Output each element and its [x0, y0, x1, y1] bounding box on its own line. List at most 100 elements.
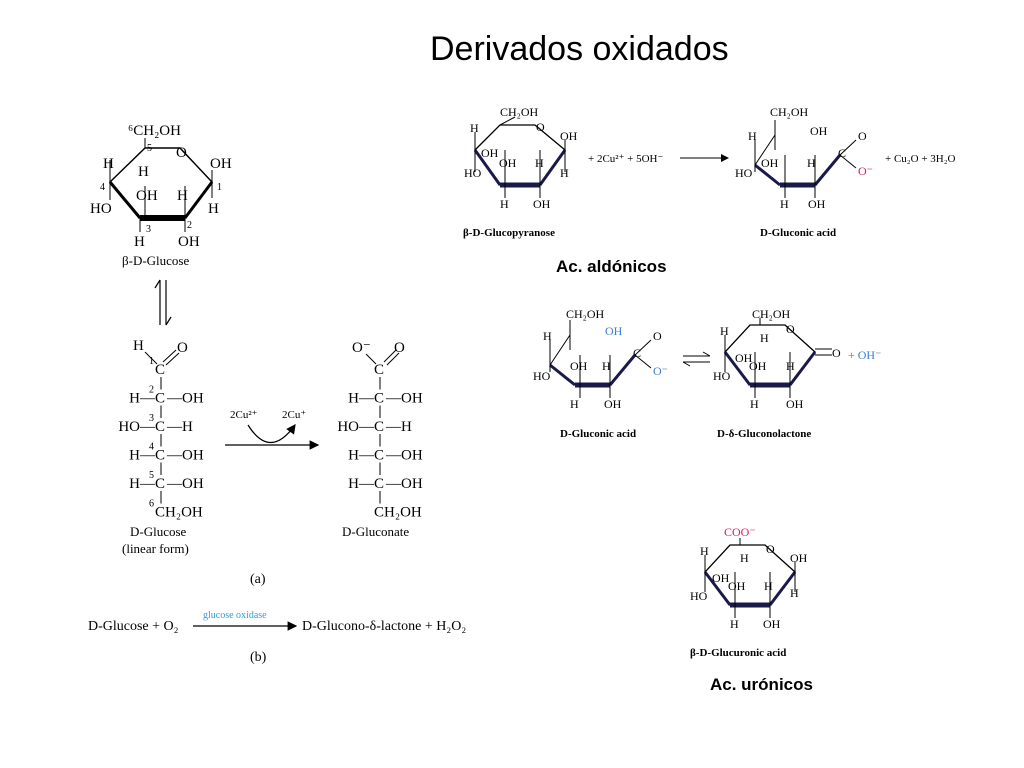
linear-top-o: O	[177, 340, 188, 356]
linear-glucose-subname: (linear form)	[122, 541, 189, 556]
svg-text:OH: OH	[749, 359, 767, 373]
svg-text:O: O	[653, 329, 662, 343]
gluconate-left-5: H—	[348, 476, 375, 492]
svg-text:HO: HO	[690, 589, 708, 603]
svg-text:O⁻: O⁻	[653, 364, 668, 378]
svg-text:H: H	[786, 359, 795, 373]
c3-oh: OH	[136, 188, 158, 204]
page-title: Derivados oxidados	[430, 30, 729, 68]
glucuronic-acid-name: β-D-Glucuronic acid	[690, 647, 786, 659]
svg-text:OH: OH	[570, 359, 588, 373]
gluconic-acid-open: CH₂OH OH O H C OH H O⁻ HO H OH	[735, 105, 873, 211]
c1-number: 1	[217, 182, 222, 193]
copper-reaction-arrow: 2Cu²⁺ 2Cu⁺	[225, 409, 320, 450]
svg-text:H: H	[720, 324, 729, 338]
svg-text:O: O	[786, 322, 795, 336]
c5-number: 5	[147, 143, 152, 154]
svg-text:O⁻: O⁻	[858, 164, 873, 178]
linear-glucose-name: D-Glucose	[130, 524, 187, 539]
svg-text:OH: OH	[533, 197, 551, 211]
glucopyranose-name: β-D-Glucopyranose	[463, 227, 555, 239]
svg-text:CH₂OH: CH₂OH	[752, 307, 791, 321]
gluconate-name: D-Gluconate	[342, 524, 409, 539]
gluconic-acid-name-2: D-Gluconic acid	[560, 428, 636, 440]
svg-text:OH: OH	[728, 579, 746, 593]
linear-glucose-num-2: 2	[149, 385, 154, 396]
gluconate-center-6: CH₂OH	[374, 505, 422, 521]
svg-text:OH: OH	[735, 351, 753, 365]
svg-text:H: H	[740, 551, 749, 565]
c3-number: 3	[146, 224, 151, 235]
svg-text:H: H	[790, 586, 799, 600]
svg-text:C: C	[838, 146, 846, 160]
svg-text:H: H	[570, 397, 579, 411]
glucuronic-acid: COO⁻ O H OH H OH OH H HO H H OH β-D-Gluc…	[690, 525, 808, 659]
beta-glucose-name: β-D-Glucose	[122, 253, 189, 268]
linear-glucose-center-5: C	[155, 476, 165, 492]
gluconate-center-3: C	[374, 419, 384, 435]
beta-glucose-ring: ⁶CH₂OH 5 O H H OH 4 1 OH H HO H 3 2 H OH…	[90, 123, 232, 268]
c2-oh: OH	[178, 234, 200, 250]
c2-number: 2	[187, 220, 192, 231]
aldonic-acids-label: Ac. aldónicos	[556, 257, 667, 276]
linear-glucose-left-3: HO—	[118, 419, 156, 435]
c5-h: H	[138, 164, 149, 180]
uronic-acids-label: Ac. urónicos	[710, 675, 813, 694]
svg-text:CH₂OH: CH₂OH	[500, 105, 539, 119]
gluconate-right-4: —OH	[385, 448, 423, 464]
svg-text:H: H	[602, 359, 611, 373]
svg-text:OH: OH	[763, 617, 781, 631]
gluconate-right-3: —H	[385, 419, 412, 435]
gluconate-left-2: H—	[348, 391, 375, 407]
c4-ho: HO	[90, 201, 112, 217]
svg-text:OH: OH	[808, 197, 826, 211]
linear-glucose-center-2: C	[155, 391, 165, 407]
glucopyranose-ring: CH₂OH O H OH OH OH H HO H H OH	[464, 105, 578, 211]
linear-glucose-center-1: C	[155, 362, 165, 378]
reaction2-byproduct: + OH⁻	[848, 348, 881, 362]
c2-h: H	[177, 188, 188, 204]
linear-glucose-left-2: H—	[129, 391, 156, 407]
svg-text:H: H	[780, 197, 789, 211]
svg-text:H: H	[470, 121, 479, 135]
panel-a-label: (a)	[250, 572, 266, 587]
enzyme-label: glucose oxidase	[203, 610, 267, 621]
ring-oxygen: O	[176, 145, 187, 161]
svg-text:C: C	[633, 346, 641, 360]
reaction1-byproducts: + Cu₂O + 3H₂O	[885, 153, 956, 165]
svg-text:OH: OH	[604, 397, 622, 411]
svg-text:H: H	[500, 197, 509, 211]
linear-glucose-left-4: H—	[129, 448, 156, 464]
svg-text:CH₂OH: CH₂OH	[770, 105, 809, 119]
linear-glucose-num-4: 4	[149, 442, 154, 453]
svg-text:OH: OH	[605, 324, 623, 338]
panel-b-label: (b)	[250, 650, 267, 665]
equilibrium-harpoons	[682, 351, 711, 367]
linear-glucose-num-5: 5	[149, 470, 154, 481]
linear-glucose-left-5: H—	[129, 476, 156, 492]
gluconic-acid-name-1: D-Gluconic acid	[760, 227, 836, 239]
svg-text:O: O	[832, 346, 841, 360]
linear-glucose-num-1: 1	[149, 356, 154, 367]
svg-text:HO: HO	[735, 166, 753, 180]
svg-text:H: H	[764, 579, 773, 593]
svg-text:H: H	[543, 329, 552, 343]
svg-text:O: O	[766, 542, 775, 556]
svg-text:H: H	[700, 544, 709, 558]
gluconate-center-1: C	[374, 362, 384, 378]
linear-glucose-right-4: —OH	[166, 448, 204, 464]
copper-out-label: 2Cu⁺	[282, 409, 306, 421]
svg-text:HO: HO	[533, 369, 551, 383]
svg-text:HO: HO	[713, 369, 731, 383]
svg-text:H: H	[748, 129, 757, 143]
glucose-oxidase-equation: D-Glucose + O₂ glucose oxidase D-Glucono…	[88, 610, 466, 665]
linear-glucose-num-6: 6	[149, 499, 154, 510]
linear-glucose: H O C1H—C—OH2HO—C—H3H—C—OH4H—C—OH5CH₂OH6…	[118, 338, 204, 556]
gluconolactone-name: D-δ-Gluconolactone	[717, 428, 811, 440]
gluconic-acid-open-2: CH₂OH OH O H C OH H O⁻ HO H OH	[533, 307, 668, 411]
svg-text:OH: OH	[560, 129, 578, 143]
svg-text:OH: OH	[499, 156, 517, 170]
glucopyranose-reaction: CH₂OH O H OH OH OH H HO H H OH β-D-Gluco…	[463, 105, 956, 239]
